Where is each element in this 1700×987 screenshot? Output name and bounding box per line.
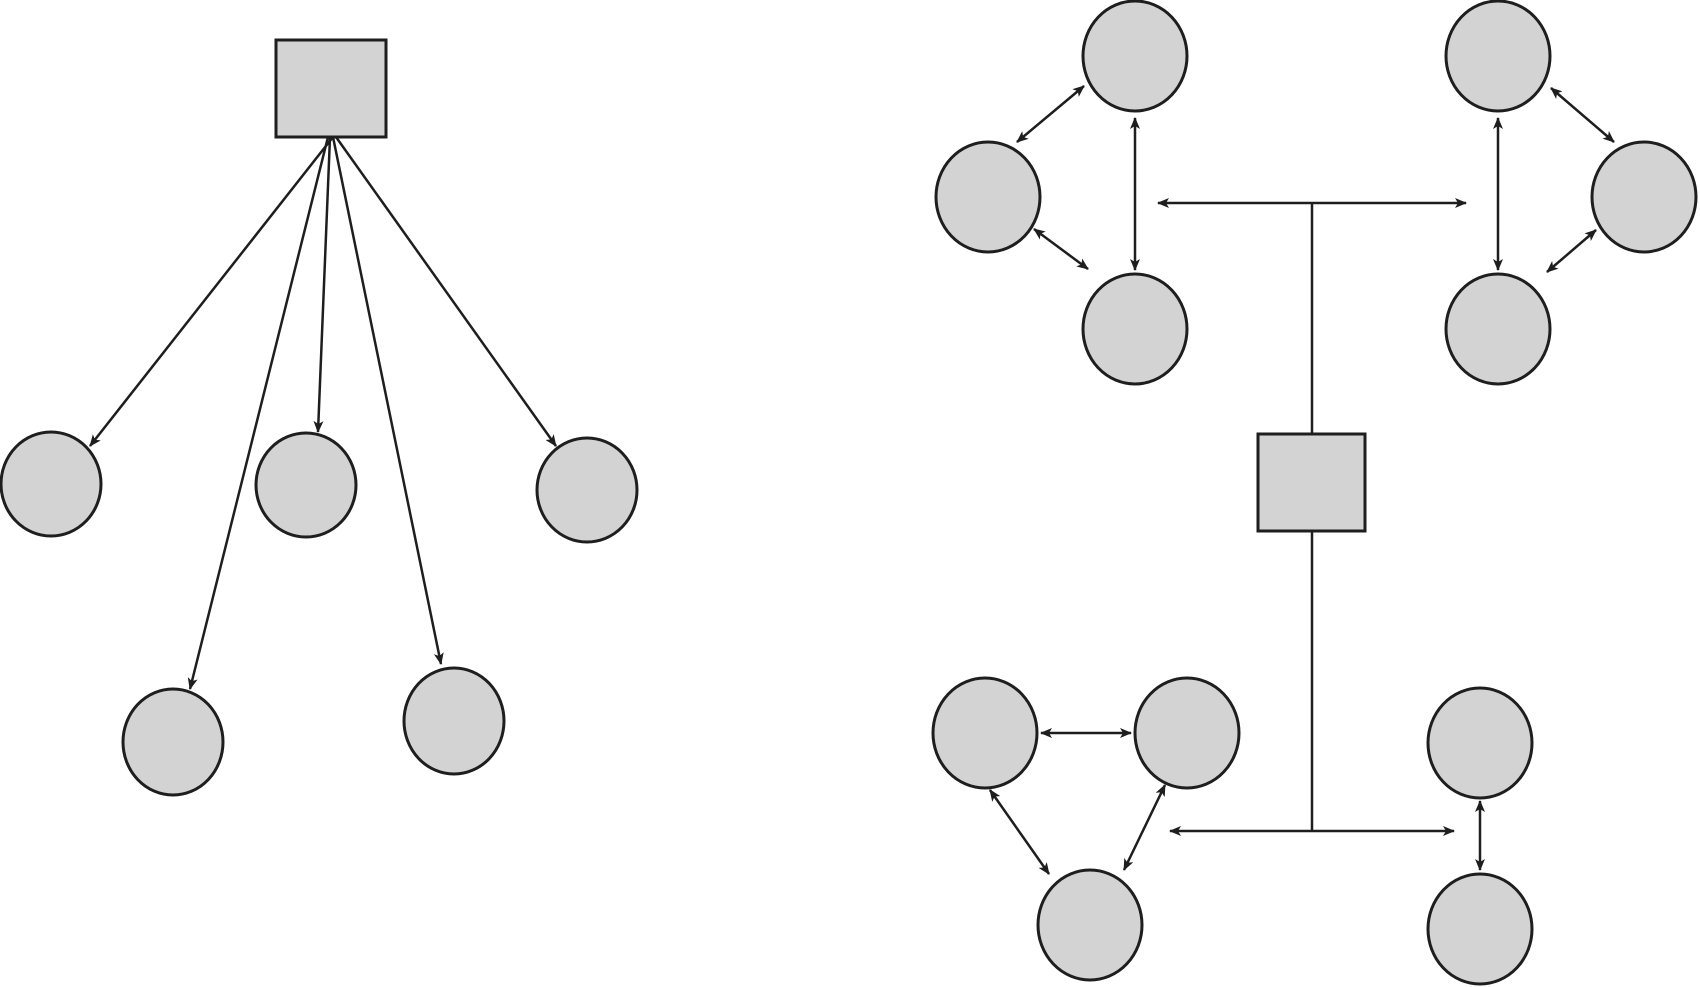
cluster-top-left-link-3 [1033,227,1089,271]
cluster-top-right [1444,0,1698,386]
cluster-top-right-node-1 [1444,0,1552,113]
left-edges [89,136,558,690]
cluster-bottom-right-node-1 [1426,686,1534,800]
edge-hub-left-to-left-node-3 [334,136,558,447]
cluster-top-right-node-2 [1590,140,1698,254]
hub-left [274,38,388,139]
edge-hub-left-to-left-node-5 [331,136,444,665]
cluster-top-left [934,0,1189,386]
edge-hub-left-to-left-node-1 [89,136,334,447]
left-node-3 [535,436,639,544]
cluster-bottom-right-node-2 [1426,872,1534,986]
cluster-top-left-node-2 [934,140,1042,254]
cluster-bottom-right [1426,686,1534,986]
cluster-bottom-left [931,676,1241,982]
cluster-bottom-left-link-2 [988,789,1051,875]
left-node-2 [254,431,358,539]
cluster-top-left-link-1 [1016,85,1085,143]
edge-hub-left-to-left-node-4 [187,136,330,690]
edge-hub-left-to-left-node-2 [313,136,332,433]
hub-right [1256,432,1367,533]
cluster-bottom-left-node-3 [1036,868,1144,982]
cluster-top-right-node-3 [1444,272,1552,386]
cluster-top-left-node-1 [1081,0,1189,113]
left-node-4 [121,687,225,797]
cluster-bottom-left-node-2 [1133,676,1241,790]
cluster-top-left-node-3 [1081,272,1189,386]
left-node-1 [0,430,103,538]
left-structure [0,38,639,797]
right-structure [931,0,1698,986]
left-node-5 [402,666,506,776]
cluster-top-right-link-3 [1546,229,1597,273]
cluster-bottom-left-link-3 [1122,784,1167,871]
cluster-top-right-link-2 [1550,87,1615,143]
cluster-bottom-left-node-1 [931,676,1039,790]
